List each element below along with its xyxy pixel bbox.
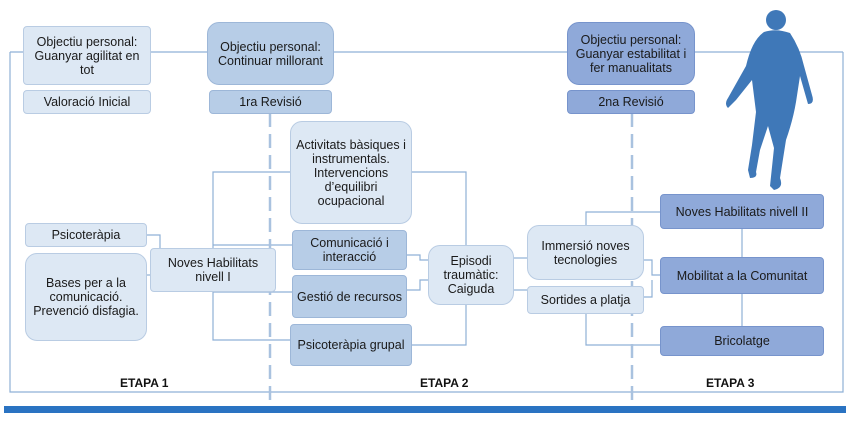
new-skills-level-2-box: Noves Habilitats nivell II [660,194,824,229]
communication-box: Comunicació i interacció [292,230,407,270]
objective-3: Objectiu personal: Guanyar estabilitat i… [567,22,695,85]
walking-person-icon [726,10,813,190]
conn-tech-to-mobility [644,259,662,276]
communication-bases-box: Bases per a la comunicació. Prevenció di… [25,253,147,341]
stage-3-label: ETAPA 3 [706,376,755,390]
bottom-accent-bar [4,406,846,413]
conn-skills-branch [212,171,292,341]
psychotherapy-box: Psicoteràpia [25,223,147,247]
conn-comm-to-episode [407,254,430,261]
conn-psico-to-skills [147,234,161,250]
conn-tech-branch [585,211,662,225]
resource-management-box: Gestió de recursos [292,275,407,318]
group-psychotherapy-box: Psicoteràpia grupal [290,324,412,366]
stage-1-label: ETAPA 1 [120,376,169,390]
traumatic-episode-box: Episodi traumàtic: Caiguda [428,245,514,305]
outer-frame [9,52,844,393]
objective-2: Objectiu personal: Continuar millorant [207,22,334,85]
conn-beach-to-diy [585,314,662,346]
conn-resources-to-episode [407,279,430,291]
new-skills-level-1-box: Noves Habilitats nivell I [150,248,276,292]
revision-2-box: 2na Revisió [567,90,695,114]
revision-1-box: 1ra Revisió [209,90,332,114]
community-mobility-box: Mobilitat a la Comunitat [660,257,824,294]
initial-assessment-box: Valoració Inicial [23,90,151,114]
conn-beach-to-mobility [644,280,653,298]
activities-box: Activitats bàsiques i instrumentals. Int… [290,121,412,224]
stage-2-label: ETAPA 2 [420,376,469,390]
conn-group-to-episode [412,305,467,346]
beach-trips-box: Sortides a platja [527,286,644,314]
diy-box: Bricolatge [660,326,824,356]
conn-activities-to-episode [412,171,467,245]
new-technologies-box: Immersió noves tecnologies [527,225,644,280]
objective-1: Objectiu personal: Guanyar agilitat en t… [23,26,151,85]
